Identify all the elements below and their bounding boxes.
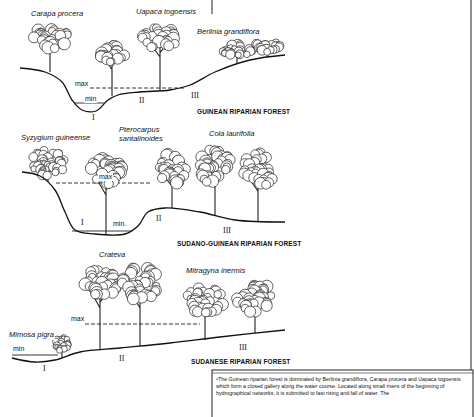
zone-number: II bbox=[118, 354, 125, 363]
ground-profile bbox=[22, 172, 285, 235]
tree-canopy bbox=[85, 153, 127, 189]
frame-line bbox=[212, 0, 213, 14]
water-level-label: max bbox=[70, 315, 85, 323]
tree-canopy bbox=[239, 148, 277, 189]
canopy-lobe bbox=[226, 50, 235, 59]
canopy-lobe bbox=[127, 293, 139, 305]
canopy-lobe bbox=[262, 180, 271, 189]
caption-text: ᵃThe Guinean riparian forest is dominate… bbox=[216, 376, 466, 397]
canopy-lobe bbox=[171, 177, 183, 189]
canopy-lobe bbox=[201, 308, 210, 317]
canopy-lobe bbox=[58, 166, 66, 174]
canopy-lobe bbox=[235, 52, 241, 58]
canopy-lobe bbox=[58, 38, 70, 50]
canopy-lobe bbox=[157, 173, 166, 182]
zone-number: III bbox=[222, 226, 232, 235]
tree-canopy bbox=[29, 24, 72, 54]
water-level-label: max bbox=[98, 173, 113, 181]
tree-canopy bbox=[117, 262, 161, 304]
tree-trunk bbox=[39, 41, 59, 72]
zone-number: I bbox=[42, 364, 47, 373]
frame-line bbox=[471, 0, 472, 370]
tree-layer bbox=[12, 24, 285, 362]
tree-canopy bbox=[95, 40, 129, 65]
species-label: Mitragyna inermis bbox=[185, 267, 246, 276]
canopy-lobe bbox=[214, 290, 222, 298]
canopy-lobe bbox=[50, 44, 59, 53]
water-level-label: min bbox=[12, 345, 25, 353]
tree-canopy bbox=[29, 147, 68, 180]
forest-type-label: SUDANESE RIPARIAN FOREST bbox=[190, 358, 291, 365]
canopy-lobe bbox=[264, 48, 271, 55]
canopy-lobe bbox=[91, 287, 103, 299]
canopy-lobe bbox=[29, 153, 38, 162]
caption-frame bbox=[212, 373, 473, 374]
canopy-lobe bbox=[107, 58, 115, 66]
tree-canopy bbox=[252, 39, 284, 55]
water-level-line bbox=[90, 88, 185, 89]
species-label: Uapaca togoensis bbox=[135, 8, 197, 17]
canopy-lobe bbox=[261, 300, 272, 311]
forest-type-label: GUINEAN RIPARIAN FOREST bbox=[196, 108, 291, 115]
tree-canopy bbox=[219, 39, 256, 59]
canopy-lobe bbox=[85, 162, 97, 174]
water-level-label: min. bbox=[112, 220, 127, 228]
tree-canopy bbox=[232, 280, 275, 317]
water-level-label: min bbox=[84, 95, 97, 103]
tree-trunk bbox=[90, 289, 109, 350]
zone-number: III bbox=[238, 343, 248, 352]
tree-canopy bbox=[155, 148, 190, 188]
tree-canopy bbox=[53, 335, 72, 354]
caption-frame bbox=[212, 370, 473, 417]
canopy-lobe bbox=[244, 51, 250, 57]
canopy-lobe bbox=[52, 169, 59, 176]
water-level-line bbox=[12, 355, 58, 356]
tree-canopy bbox=[183, 283, 228, 317]
canopy-lobe bbox=[57, 347, 63, 353]
water-level-label: max bbox=[74, 80, 89, 88]
canopy-lobe bbox=[147, 42, 156, 51]
tree-canopy bbox=[195, 145, 235, 187]
species-label: Syzygium guineense bbox=[20, 134, 91, 143]
forest-type-label: SUDANO-GUINEAN RIPARIAN FOREST bbox=[176, 240, 302, 247]
zone-number: I bbox=[80, 218, 85, 227]
zone-number: II bbox=[155, 214, 162, 223]
tree-canopy bbox=[138, 24, 180, 52]
species-label: Pterocarpus santalinoides bbox=[118, 126, 182, 143]
canopy-lobe bbox=[106, 58, 114, 66]
species-label: Carapa procera bbox=[30, 10, 84, 19]
canopy-lobe bbox=[91, 290, 100, 299]
species-label: Mimosa pigra bbox=[8, 331, 55, 340]
species-label: Crateva bbox=[98, 251, 126, 260]
zone-number: I bbox=[91, 113, 96, 122]
water-level-line bbox=[72, 231, 132, 232]
canopy-lobe bbox=[235, 50, 244, 59]
species-label: Berlinia grandiflora bbox=[196, 28, 261, 37]
zone-number: III bbox=[190, 91, 200, 100]
canopy-lobe bbox=[203, 178, 212, 187]
tree-canopy bbox=[79, 266, 121, 300]
water-level-line bbox=[85, 324, 200, 325]
canopy-lobe bbox=[245, 306, 256, 317]
canopy-lobe bbox=[164, 41, 174, 51]
zone-number: II bbox=[138, 96, 145, 105]
ground-profile bbox=[20, 55, 285, 112]
species-label: Cola laurifolia bbox=[208, 130, 255, 139]
